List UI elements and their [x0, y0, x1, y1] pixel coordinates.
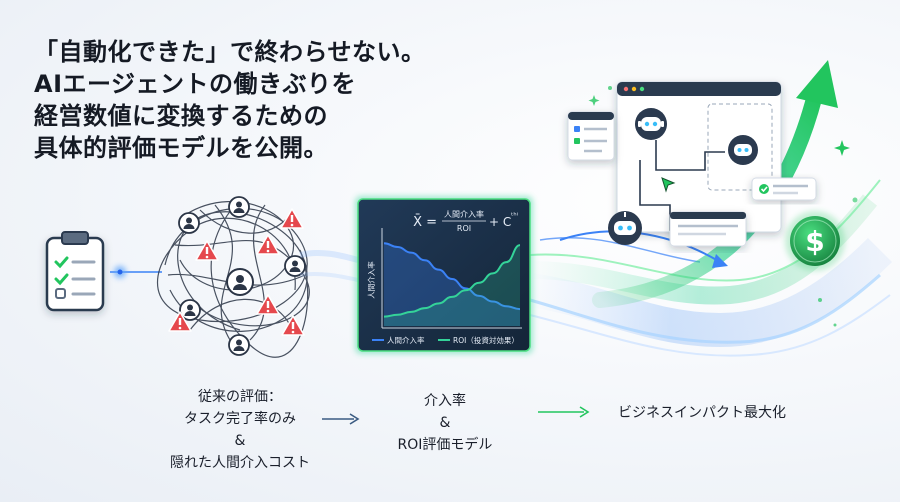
headline-line-2: AIエージェントの働きぶりを	[34, 70, 357, 98]
formula-denominator: ROI	[457, 224, 471, 233]
dashed-group	[707, 103, 773, 191]
person-icon	[226, 268, 254, 296]
connector-line	[110, 266, 162, 278]
warning-icon	[168, 311, 192, 332]
person-icon	[178, 212, 200, 234]
plot-area	[381, 228, 522, 329]
series-area-2	[384, 245, 520, 326]
warning-icon	[280, 208, 304, 229]
person-icon	[179, 299, 201, 321]
y-axis-label: 人間介入率	[366, 261, 376, 299]
robot-icon	[728, 135, 758, 165]
headline-line-1: 「自動化できた」で終わらせない。	[34, 38, 426, 66]
caption-mid-line-1: 介入率	[424, 393, 466, 409]
formula-lhs: X̄ =	[413, 215, 437, 230]
chart-legend: 人間介入率 ROI（投資対効果）	[372, 335, 519, 345]
network-people	[178, 196, 306, 356]
series-line-2	[383, 244, 521, 318]
sparkles	[588, 86, 858, 327]
dollar-symbol: $	[805, 225, 824, 258]
headline: 「自動化できた」で終わらせない。 AIエージェントの働きぶりを 経営数値に変換す…	[34, 36, 426, 164]
warning-icon	[195, 240, 219, 261]
person-icon	[228, 196, 250, 218]
series-area-1	[384, 243, 520, 326]
caption-mid-line-3: ROI評価モデル	[397, 437, 493, 453]
warning-icon	[256, 234, 280, 255]
robot-icon	[608, 211, 642, 245]
task-card	[567, 111, 615, 161]
network-warnings	[168, 208, 305, 336]
caption-mid-line-2: &	[439, 415, 451, 431]
caption-evaluation-model: 介入率 & ROI評価モデル	[360, 390, 530, 456]
arrow-blue	[559, 230, 728, 268]
caption-left-line-4: 隠れた人間介入コスト	[170, 455, 310, 471]
status-card	[751, 177, 817, 201]
caption-business-impact: ビジネスインパクト最大化	[592, 402, 812, 424]
formula-numerator: 人間介入率	[444, 209, 484, 219]
legend-label-1: 人間介入率	[387, 335, 425, 345]
chart-panel: X̄ = 人間介入率 ROI + C ᵗʰⁱ 人間介入率 人間介入率 ROI（投…	[355, 196, 533, 354]
headline-line-3: 経営数値に変換するための	[34, 102, 328, 130]
log-card	[669, 211, 747, 247]
arrow-to-impact	[538, 406, 590, 418]
clipboard-checklist-icon	[45, 231, 105, 312]
person-icon	[228, 334, 250, 356]
flow-into-panel	[299, 249, 359, 282]
tangled-network	[157, 199, 310, 358]
legend-label-2: ROI（投資対効果）	[453, 335, 519, 345]
dollar-coin-icon: $	[785, 211, 845, 271]
series-line-1	[383, 242, 521, 311]
formula-tail: + C	[489, 215, 511, 229]
headline-line-4: 具体的評価モデルを公開。	[34, 134, 328, 162]
caption-left-line-3: &	[234, 433, 246, 449]
arrow-to-model	[322, 413, 360, 425]
warning-icon	[256, 294, 280, 315]
caption-traditional-evaluation: 従来の評価： タスク完了率のみ & 隠れた人間介入コスト	[150, 386, 330, 474]
person-icon	[284, 255, 306, 277]
caption-left-line-1: 従来の評価：	[198, 389, 282, 405]
caption-right-line-1: ビジネスインパクト最大化	[618, 405, 786, 421]
caption-left-line-2: タスク完了率のみ	[184, 411, 296, 427]
formula-superscript: ᵗʰⁱ	[511, 211, 518, 220]
cursor-icon	[661, 177, 676, 193]
robot-icon	[635, 108, 667, 140]
warning-icon	[281, 315, 305, 336]
